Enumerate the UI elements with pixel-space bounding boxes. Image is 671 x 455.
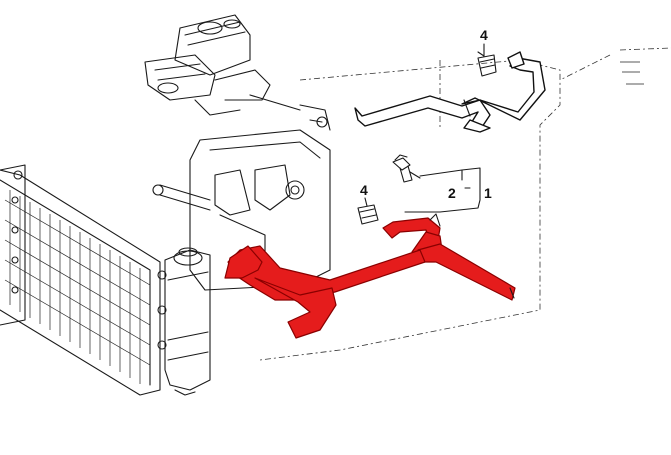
callout-bracket — [404, 167, 481, 213]
callout-1: 1 — [484, 185, 492, 201]
bleed-screw — [392, 154, 421, 183]
callout-4-mid: 4 — [360, 182, 368, 198]
upper-heater-hose — [354, 51, 546, 133]
radiator — [0, 164, 211, 396]
hose-clamp-mid — [357, 197, 379, 225]
callout-2: 2 — [448, 185, 456, 201]
hose-clamp-top — [477, 43, 497, 77]
callout-4-top: 4 — [480, 27, 488, 43]
highlighted-coolant-hose — [224, 213, 516, 339]
carburettor — [144, 14, 301, 116]
